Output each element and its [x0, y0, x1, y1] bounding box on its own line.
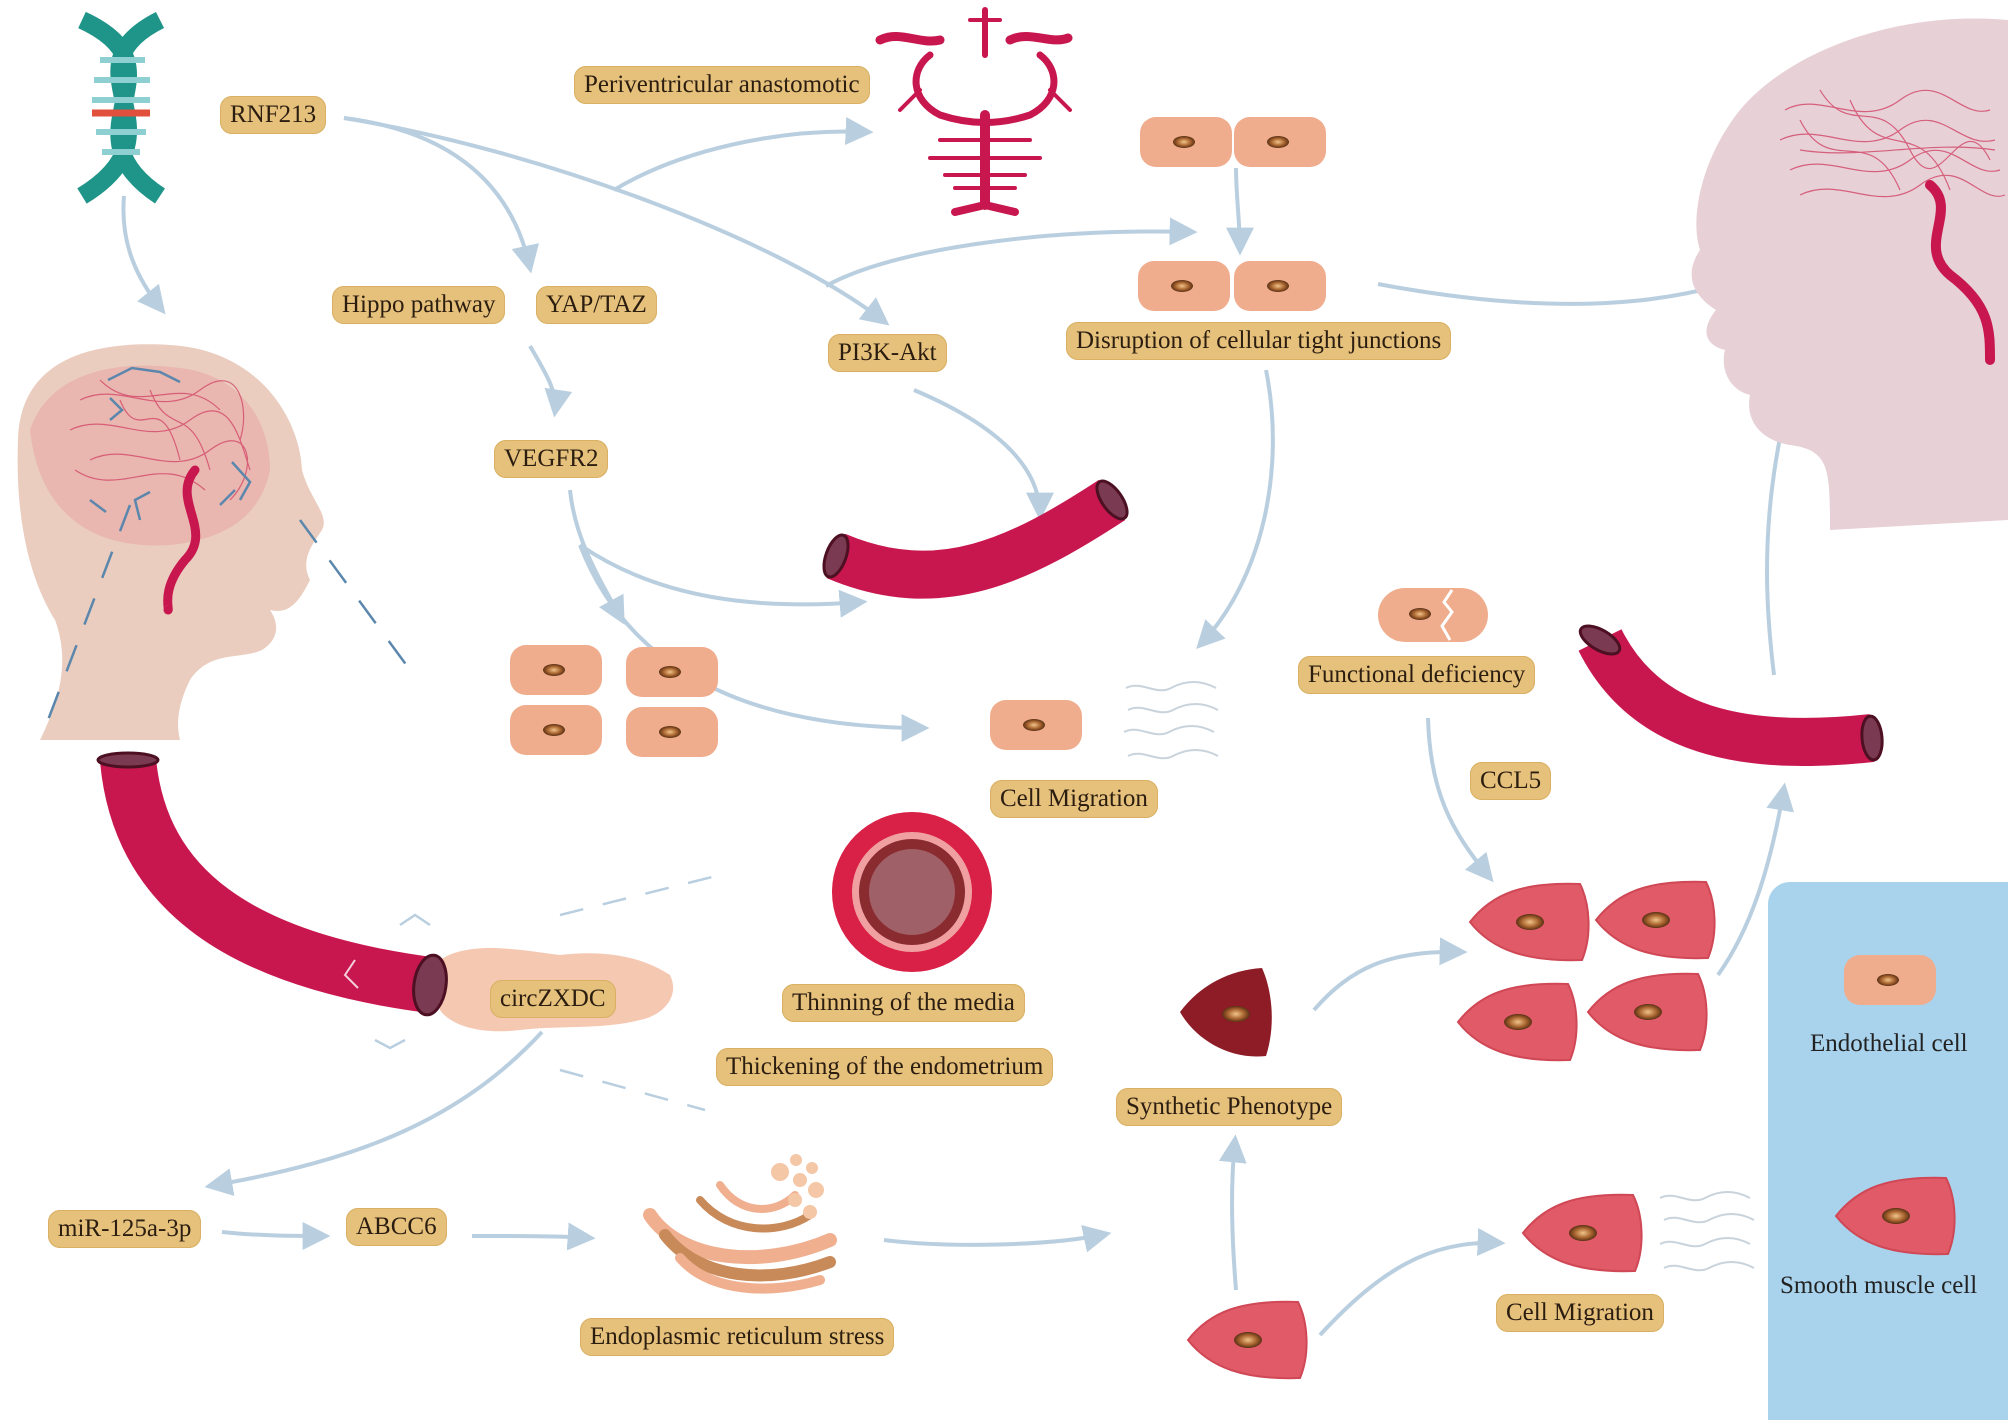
- endothelial-cell-pair-top: [1140, 117, 1326, 167]
- legend-endothelial-icon: [1844, 955, 1936, 1005]
- migrating-smooth-muscle-cell: [1522, 1191, 1755, 1273]
- migrating-endothelial-cell: [990, 681, 1219, 760]
- endothelial-cell-cluster: [510, 645, 718, 757]
- label-thickening-endometrium: Thickening of the endometrium: [716, 1048, 1054, 1086]
- dna-icon: [77, 11, 166, 204]
- endothelial-cell-pair-middle: [1138, 261, 1326, 311]
- vessel-cross-section-icon: [832, 812, 992, 972]
- vessel-top-center-icon: [822, 479, 1129, 599]
- label-rnf213: RNF213: [220, 96, 327, 134]
- label-circzxdc: circZXDC: [490, 980, 616, 1018]
- damaged-endothelial-cell: [1378, 588, 1488, 642]
- label-mir-125a-3p: miR-125a-3p: [48, 1210, 202, 1248]
- vascular-network-icon: [875, 7, 1073, 216]
- arrows: [121, 116, 1847, 1337]
- label-er-stress: Endoplasmic reticulum stress: [580, 1318, 895, 1356]
- label-hippo-pathway: Hippo pathway: [332, 286, 506, 324]
- label-synthetic-phenotype: Synthetic Phenotype: [1116, 1088, 1343, 1126]
- legend-endothelial-label: Endothelial cell: [1810, 1030, 1968, 1057]
- vessel-left-icon: [96, 751, 721, 1112]
- head-right-icon: [1691, 18, 2008, 530]
- label-periventricular-anastomotic: Periventricular anastomotic: [574, 66, 870, 104]
- label-functional-deficiency: Functional deficiency: [1298, 656, 1536, 694]
- label-pi3k-akt: PI3K-Akt: [828, 334, 947, 372]
- label-cell-migration-bottom: Cell Migration: [1496, 1294, 1664, 1332]
- head-left-icon: [17, 344, 412, 740]
- smooth-muscle-cell-bottom: [1187, 1300, 1308, 1380]
- label-thinning-media: Thinning of the media: [782, 984, 1025, 1022]
- smooth-muscle-cell-cluster: [1457, 880, 1716, 1062]
- label-ccl5: CCL5: [1470, 762, 1552, 800]
- label-abcc6: ABCC6: [346, 1208, 447, 1246]
- label-vegfr2: VEGFR2: [494, 440, 609, 478]
- label-tight-junctions: Disruption of cellular tight junctions: [1066, 322, 1452, 360]
- synthetic-phenotype-cell: [1180, 968, 1272, 1057]
- vessel-right-icon: [1578, 624, 1884, 767]
- label-yap-taz: YAP/TAZ: [536, 286, 657, 324]
- endoplasmic-reticulum-icon: [643, 1154, 837, 1294]
- legend-smooth-muscle-label: Smooth muscle cell: [1780, 1272, 1978, 1299]
- label-cell-migration-top: Cell Migration: [990, 780, 1158, 818]
- legend-smooth-muscle-icon: [1834, 1176, 1956, 1256]
